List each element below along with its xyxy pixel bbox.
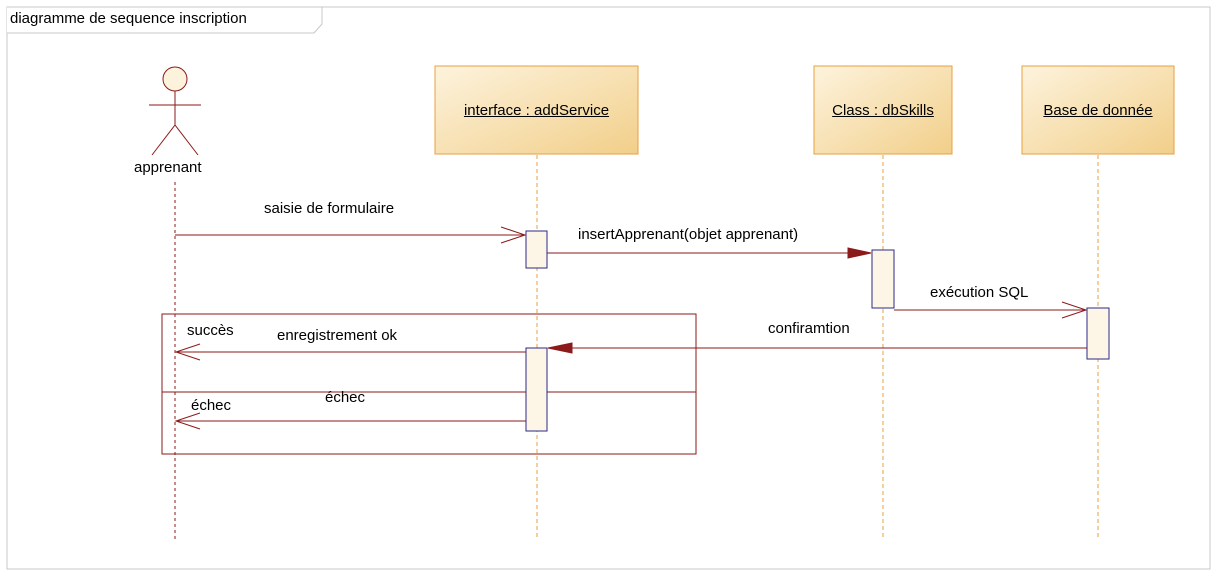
lifeline-label-database: Base de donnée [1043,101,1153,119]
guard-success: succès [187,322,234,339]
message-label-2: insertApprenant(objet apprenant) [578,226,799,243]
message-label-1: saisie de formulaire [264,200,395,217]
lifeline-box-addservice [434,65,639,155]
message-arrow-2 [547,247,872,259]
message-arrow-5 [174,343,526,361]
message-label-5: enregistrement ok [277,327,398,344]
message-label-6: échec [325,389,366,406]
message-label-4: confiramtion [768,320,850,337]
message-arrow-1 [175,226,527,244]
message-label-3: exécution SQL [930,284,1029,301]
message-arrow-4 [547,342,1087,354]
activation-database [1086,307,1110,360]
guard-failure: échec [191,397,232,414]
actor-figure [149,66,201,156]
actor-name: apprenant [134,159,202,176]
message-arrow-6 [174,412,526,430]
lifeline-box-database [1021,65,1175,155]
activation-addservice-1 [525,230,548,269]
activation-addservice-2 [525,347,548,432]
lifeline-label-dbskills: Class : dbSkills [832,101,934,119]
frame-title: diagramme de sequence inscription [10,10,247,27]
lifeline-label-addservice: interface : addService [463,101,610,119]
message-arrow-3 [894,301,1088,319]
alt-fragment [161,313,697,455]
frame-title-tab [7,6,323,34]
lifeline-box-dbskills [813,65,953,155]
activation-dbskills [871,249,895,309]
